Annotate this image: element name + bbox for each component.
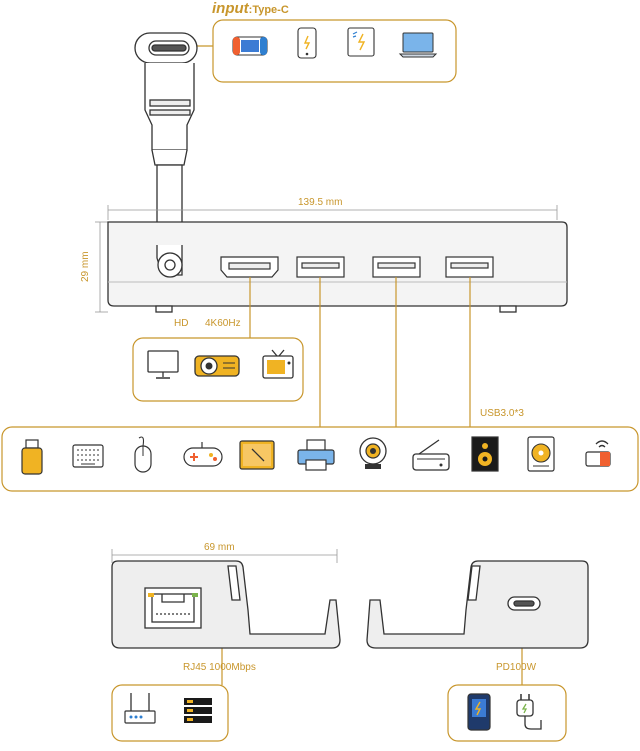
scanner-icon [412,439,450,471]
gamepad-icon [183,442,223,467]
laptop-icon [398,32,438,58]
length-dimension-label: 139.5 mm [298,197,343,208]
rj45-label: RJ45 1000Mbps [183,662,256,673]
monitor-icon [147,350,179,379]
game-console-icon [232,36,268,56]
tv-icon [262,349,294,379]
power-bank-icon [467,693,491,731]
hard-drive-icon [527,436,555,472]
router-icon [124,693,156,724]
wireless-adapter-icon [585,440,611,467]
printer-icon [297,439,335,471]
input-word: input [212,0,249,17]
height-dimension [95,221,108,313]
server-icon [184,698,212,723]
webcam-icon [359,437,387,469]
usb-label: USB3.0*3 [480,408,524,419]
depth-dimension-label: 69 mm [204,542,235,553]
usb-port-2 [372,256,421,278]
left-side-view [111,560,341,649]
rj45-callout [111,684,229,742]
keyboard-icon [72,444,104,468]
input-label: input:Type-C [212,0,289,18]
pd-label: PD100W [496,662,537,673]
cable-wrap [156,245,183,278]
input-type: :Type-C [248,4,289,16]
hdmi-label: HD [174,318,189,329]
usb-port-3 [445,256,494,278]
depth-dimension [111,549,338,563]
hdmi-port [220,256,279,278]
usb-callout [1,426,639,492]
length-dimension [107,205,558,220]
usb-drive-icon [21,439,43,475]
usb-port-1 [296,256,345,278]
right-side-view [366,560,589,649]
speaker-icon [471,436,499,472]
pd-callout [447,684,567,742]
mouse-icon [134,436,152,473]
projector-icon [194,355,240,377]
hdmi-callout [132,337,304,402]
phone-icon [297,27,317,59]
tablet-icon [347,27,375,57]
type-c-cable [134,32,198,246]
input-callout [196,19,457,83]
hdmi-spec-label: 4K60Hz [205,318,241,329]
charger-icon [516,694,542,730]
drawing-tablet-icon [239,440,275,470]
